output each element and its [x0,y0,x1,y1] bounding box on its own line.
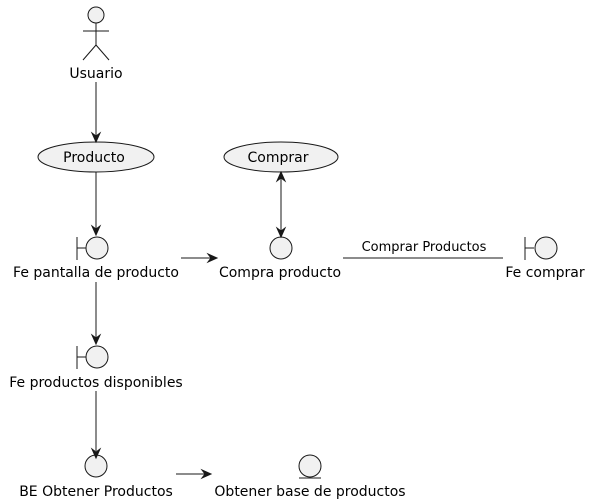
actor-head [87,6,105,24]
arrow-head-down [275,226,287,239]
edge-producto-fe-pantalla [90,172,102,237]
arrow-head [90,333,102,346]
arrow-head [90,224,102,237]
boundary-label: Fe pantalla de producto [13,265,179,281]
control-label: Compra producto [219,265,341,281]
edge-fe-pantalla-compra [181,252,219,264]
actor-left-leg [82,44,97,61]
boundary-circle [85,236,109,260]
edge-fe-productos-be-obtener [90,391,102,460]
boundary-circle [85,345,109,369]
edge-compra-comprar [275,170,287,239]
edge-be-obtener-base [176,468,213,480]
actor-right-leg [95,44,110,61]
boundary-label: Fe comprar [505,265,584,281]
boundary-fe-productos: Fe productos disponibles [9,345,183,391]
entity-label: Obtener base de productos [214,484,405,500]
actor-label: Usuario [69,66,122,82]
arrow-head [90,131,102,144]
arrow-head [206,252,219,264]
control-compra-producto: Compra producto [219,236,341,281]
boundary-circle [534,236,558,260]
control-label: BE Obtener Productos [19,484,173,500]
edge-compra-fe-comprar: Comprar Productos [343,240,503,259]
control-be-obtener: BE Obtener Productos [19,454,173,500]
usecase-comprar: Comprar [223,141,339,173]
arrow-head [200,468,213,480]
entity-obtener-base: Obtener base de productos [214,454,406,500]
boundary-fe-comprar: Fe comprar [505,236,585,281]
boundary-label: Fe productos disponibles [9,375,182,391]
edge-label: Comprar Productos [362,240,487,255]
control-circle [269,236,293,260]
boundary-fe-pantalla: Fe pantalla de producto [13,236,179,281]
edge-fe-pantalla-fe-productos [90,282,102,346]
arrow-head-up [275,170,287,183]
entity-circle [298,454,322,478]
usecase-label: Producto [63,150,125,166]
arrow-head [90,447,102,460]
usecase-label: Comprar [248,150,309,166]
actor-usuario: Usuario [69,6,123,82]
edge-usuario-producto [90,82,102,144]
usecase-producto: Producto [37,141,155,173]
